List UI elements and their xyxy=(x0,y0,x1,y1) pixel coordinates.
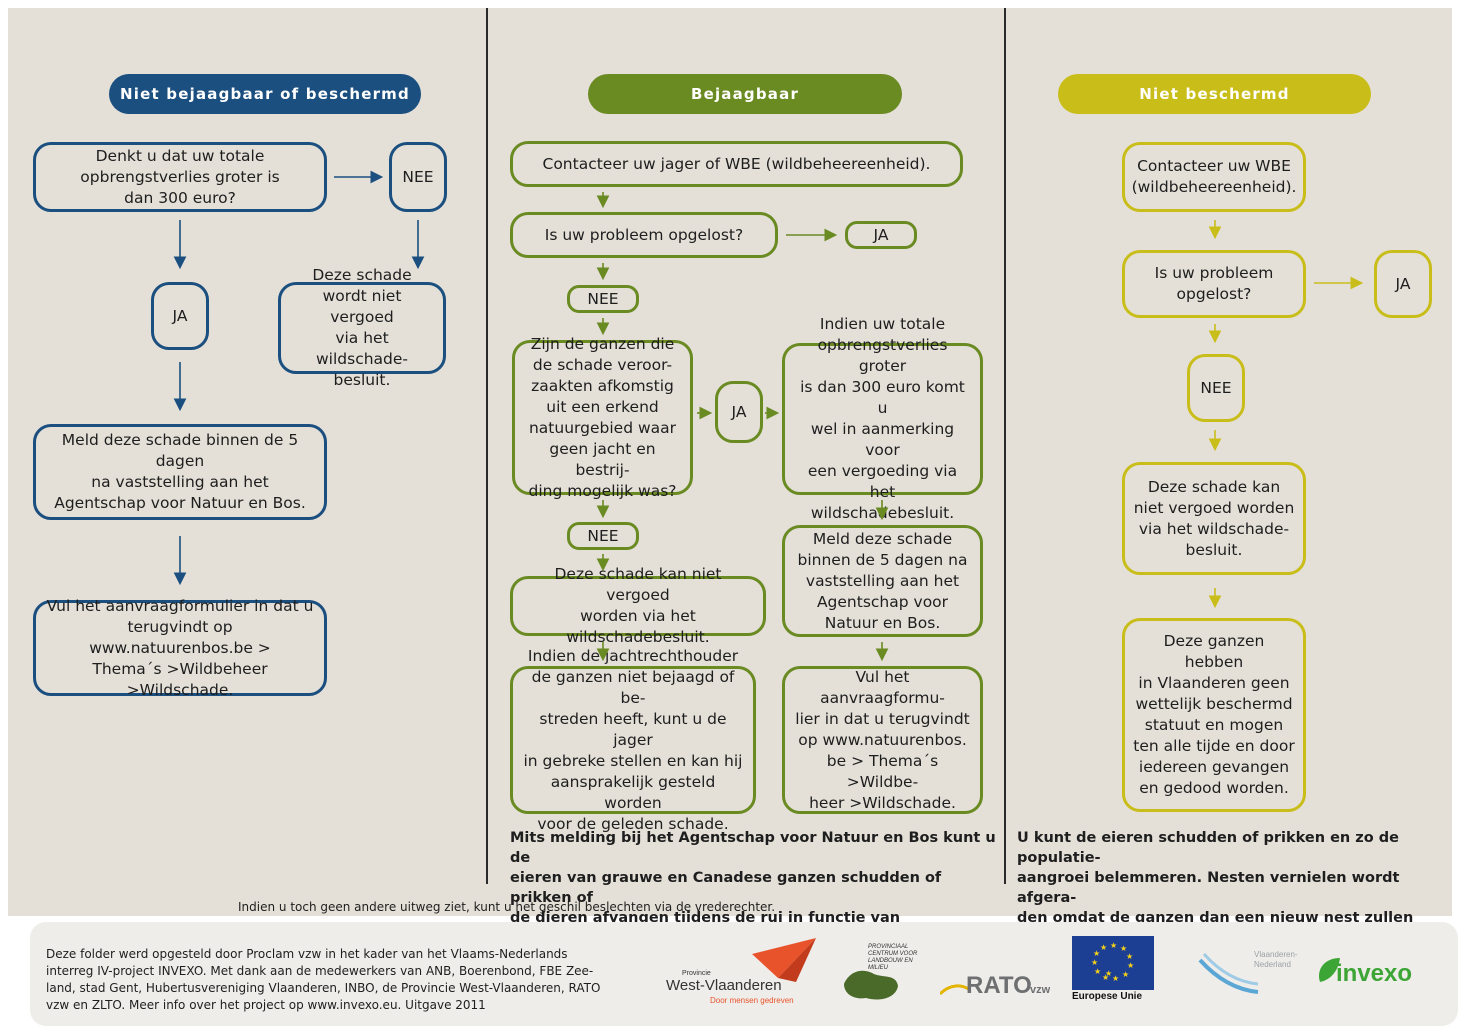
rato-swoosh-icon xyxy=(940,984,970,996)
question-problem-solved-right: Is uw probleem opgelost? xyxy=(1122,250,1306,318)
answer-nee-origin: NEE xyxy=(567,522,639,550)
geese-status-box: Deze ganzen hebben in Vlaanderen geen we… xyxy=(1122,618,1306,812)
eligible-compensation-box: Indien uw totale opbrengstverlies groter… xyxy=(782,315,983,522)
contact-hunter-box: Contacteer uw jager of WBE (wildbeheeree… xyxy=(510,141,963,187)
footer-note: Indien u toch geen andere uitweg ziet, k… xyxy=(238,900,776,914)
svg-text:★: ★ xyxy=(1102,973,1109,982)
header-niet-beschermd: Niet beschermd xyxy=(1058,74,1371,114)
svg-text:★: ★ xyxy=(1105,969,1112,978)
question-loss-over-300: Denkt u dat uw totale opbrengstverlies g… xyxy=(33,142,327,212)
header-niet-bejaagbaar: Niet bejaagbaar of beschermd xyxy=(109,74,421,114)
grensregio-wave-icon xyxy=(1198,953,1259,994)
credits-text: Deze folder werd opgesteld door Proclam … xyxy=(46,947,601,1012)
answer-ja: JA xyxy=(151,282,209,350)
svg-text:★: ★ xyxy=(1110,941,1117,950)
application-form-box-middle: Vul het aanvraagformu- lier in dat u ter… xyxy=(782,666,983,814)
header-bejaagbaar: Bejaagbaar xyxy=(588,74,902,114)
question-geese-origin: Zijn de ganzen die de schade veroor- zaa… xyxy=(512,335,693,500)
answer-ja-origin: JA xyxy=(715,381,763,443)
svg-text:★: ★ xyxy=(1100,943,1107,952)
svg-text:★: ★ xyxy=(1120,944,1127,953)
column-divider-1 xyxy=(486,8,488,884)
answer-ja-solved: JA xyxy=(845,221,917,249)
svg-text:★: ★ xyxy=(1127,961,1134,970)
answer-ja-right: JA xyxy=(1374,250,1432,318)
question-problem-solved: Is uw probleem opgelost? xyxy=(510,212,778,258)
logo-west-vlaanderen: Provincie West-Vlaanderen Door mensen ge… xyxy=(666,934,816,1008)
svg-text:★: ★ xyxy=(1093,949,1100,958)
svg-text:★: ★ xyxy=(1091,958,1098,967)
answer-nee-solved: NEE xyxy=(567,285,639,313)
logo-grensregio: Vlaanderen- Nederland xyxy=(1198,940,1298,1006)
eu-flag-icon: ★★★ ★★★ ★★★ ★★★ xyxy=(1072,936,1154,990)
answer-nee: NEE xyxy=(389,142,447,212)
svg-text:★: ★ xyxy=(1122,970,1129,979)
application-form-box: Vul het aanvraagformulier in dat u terug… xyxy=(33,597,327,699)
logo-eu: ★★★ ★★★ ★★★ ★★★ Europese Unie xyxy=(1070,936,1156,1012)
pcla-map-icon xyxy=(844,970,898,1000)
logo-invexo: invexo xyxy=(1316,954,1436,998)
report-damage-box: Meld deze schade binnen de 5 dagen na va… xyxy=(33,424,327,520)
svg-text:★: ★ xyxy=(1126,952,1133,961)
report-damage-box-middle: Meld deze schade binnen de 5 dagen na va… xyxy=(782,525,983,637)
svg-text:★: ★ xyxy=(1112,974,1119,983)
invexo-leaf-icon xyxy=(1318,958,1340,982)
not-compensated-box-right: Deze schade kan niet vergoed worden via … xyxy=(1122,462,1306,575)
logo-rato: RATO vzw xyxy=(940,970,1058,1004)
answer-nee-right: NEE xyxy=(1187,354,1245,422)
svg-text:★: ★ xyxy=(1094,967,1101,976)
logo-pcla: PROVINCIAAL CENTRUM VOOR LANDBOUW EN MIL… xyxy=(838,940,930,1004)
contact-wbe-box: Contacteer uw WBE (wildbeheereenheid). xyxy=(1122,142,1306,212)
credits-panel xyxy=(30,922,1458,1026)
west-vlaanderen-emblem-icon xyxy=(752,938,816,982)
column-divider-2 xyxy=(1004,8,1006,884)
